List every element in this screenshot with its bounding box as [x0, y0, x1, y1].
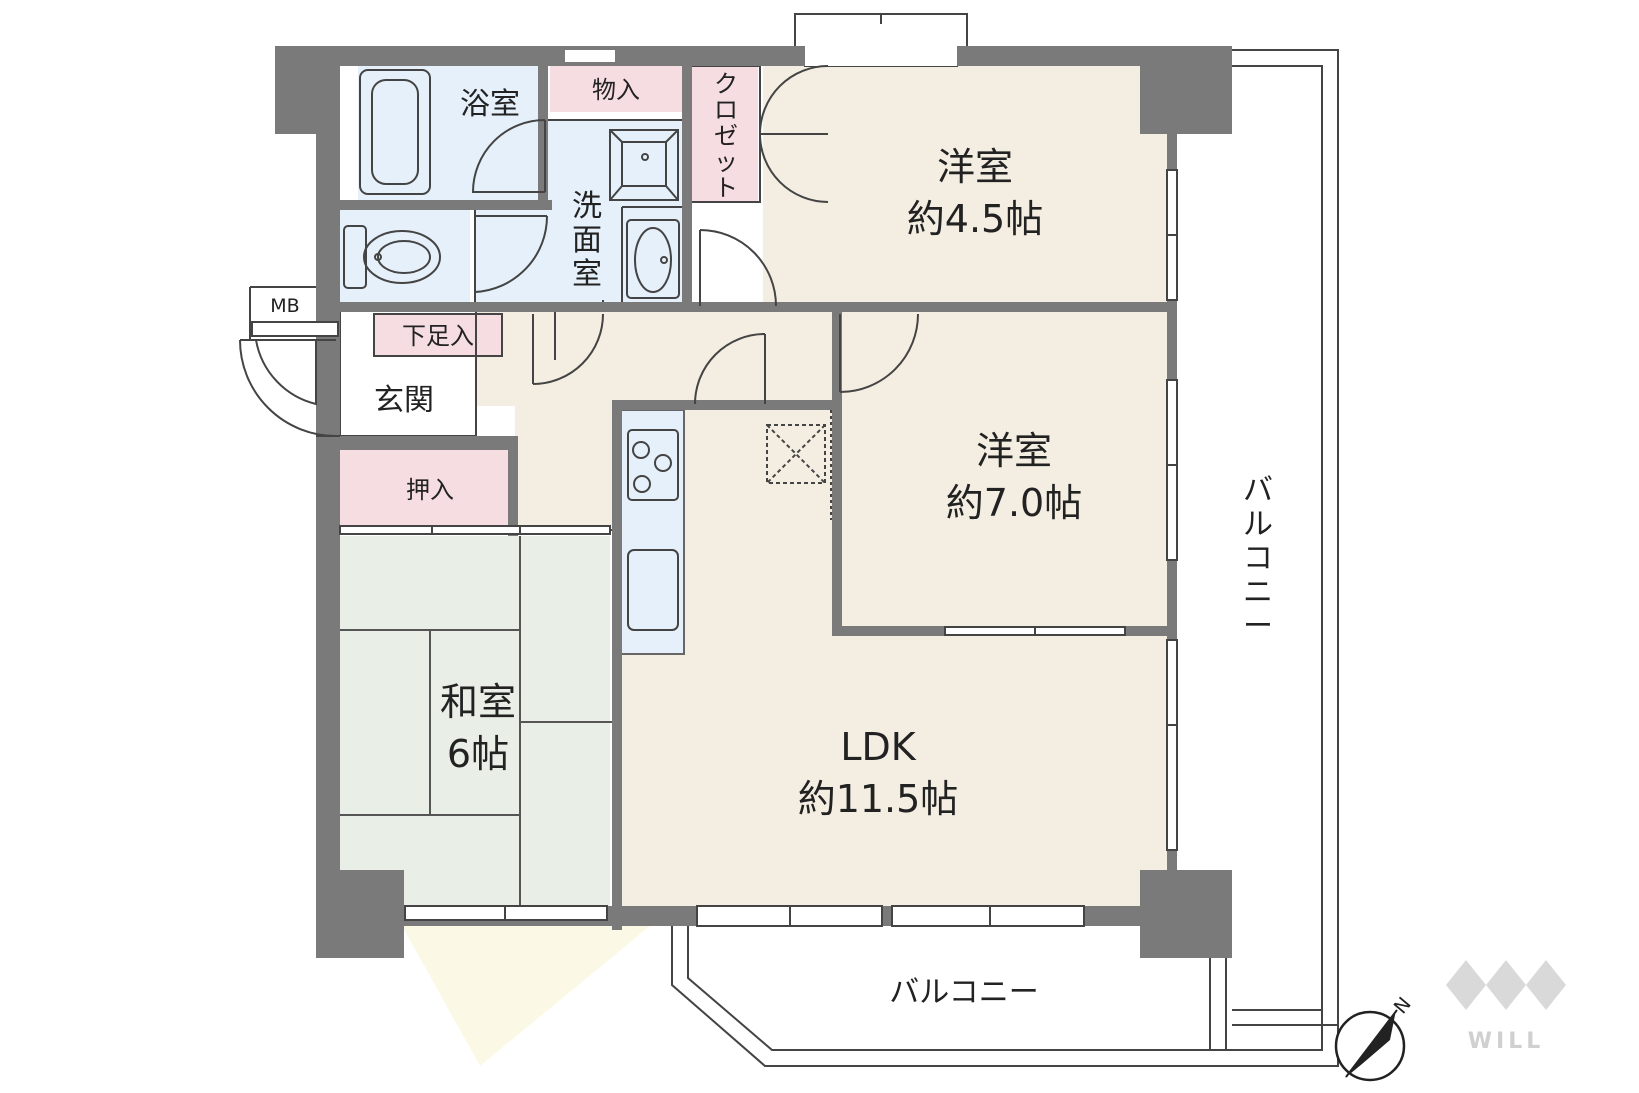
bay-window-floor: [402, 926, 650, 1066]
balcony-labels: バルコニー バ ル コ ニ ー: [889, 473, 1273, 1010]
western-b-size: 約7.0帖: [946, 481, 1082, 525]
balcony-area: [671, 49, 1339, 1067]
column-ne: [1140, 46, 1232, 134]
tatami-lines: [340, 536, 612, 906]
kitchen-sink-icon: [627, 549, 679, 631]
balcony-south-label: バルコニー: [889, 975, 1038, 1010]
wall-west: [316, 46, 340, 876]
mb-floor: [250, 287, 316, 323]
ldk-size: 約11.5帖: [798, 777, 959, 821]
washroom-door-swing: [474, 215, 549, 294]
bath-name: 浴室: [460, 87, 520, 122]
washroom-floor: [475, 120, 682, 302]
closet-char-1: ク: [714, 70, 738, 98]
washitsu-name: 和室: [440, 680, 516, 724]
western-a-size: 約4.5帖: [907, 197, 1043, 241]
hall-door-swing: [532, 313, 604, 385]
shoe-storage-floor: [374, 314, 502, 356]
western-a-floor: [763, 66, 1173, 304]
wall-oshiire-north: [340, 436, 516, 450]
washroom-char-3: 室: [572, 257, 602, 292]
fixtures: [343, 69, 832, 631]
room-labels: 洋室 約4.5帖 洋室 約7.0帖 LDK 約11.5帖 和室 6帖 浴室 洗 …: [270, 70, 1082, 821]
doors: [239, 65, 919, 437]
room-b-door-swing: [839, 313, 919, 393]
meter-box-label: MB: [270, 295, 299, 317]
closet-char-2: ロ: [714, 96, 738, 124]
storage-floor: [550, 66, 682, 112]
kitchen-counter: [620, 410, 684, 654]
watermark-text: WILL: [1468, 1029, 1545, 1054]
closet-char-4: ッ: [714, 148, 738, 176]
shoe-storage-name: 下足入: [402, 322, 474, 350]
oshiire-name: 押入: [406, 476, 454, 504]
washitsu-size: 6帖: [447, 732, 509, 776]
wall-wet-south: [340, 302, 682, 312]
wall-room-a-south: [682, 302, 1173, 312]
washing-machine-icon: [609, 129, 679, 201]
balcony-east-char-5: ー: [1243, 609, 1273, 644]
bathtub-icon: [359, 69, 431, 195]
room-a-door-swing: [699, 229, 777, 307]
wall-ldk-west: [612, 400, 622, 930]
closet-floor: [692, 66, 758, 202]
floors: [250, 66, 1173, 1066]
bath-door-swing: [471, 119, 546, 193]
windows: [251, 169, 1178, 927]
genkan-name: 玄関: [374, 383, 434, 418]
balcony-east-outline: [1232, 49, 1339, 1026]
oshiire-floor: [340, 450, 508, 526]
wall-oshiire-east: [508, 436, 518, 536]
ldk-door-swing: [694, 333, 766, 405]
refrigerator-space-icon: [766, 424, 826, 484]
wall-north: [316, 46, 1230, 66]
closet-char-5: ト: [714, 174, 738, 202]
wall-bath-south: [340, 200, 552, 210]
compass: N: [1334, 993, 1416, 1082]
western-a-name: 洋室: [937, 145, 1013, 189]
wall-closet: [682, 66, 692, 310]
balcony-east-char-3: コ: [1243, 541, 1273, 576]
wall-bath-east: [538, 66, 548, 210]
wall-ldk-north: [612, 400, 838, 410]
balcony-east-char-4: ニ: [1243, 575, 1273, 610]
hall-floor-2: [515, 406, 617, 528]
washroom-char-2: 面: [572, 223, 602, 258]
wall-room-b-west: [832, 304, 842, 634]
balcony-east-char-2: ル: [1243, 507, 1273, 542]
balcony-east-char-1: バ: [1243, 473, 1273, 508]
watermark-mark-icon: [1446, 960, 1486, 1010]
ldk-floor-ext: [617, 626, 1173, 906]
closet-door-right: [759, 133, 829, 203]
storage-name: 物入: [592, 76, 640, 104]
watermark-logo: WILL: [1446, 960, 1566, 1054]
hall-floor: [475, 310, 832, 406]
western-b-name: 洋室: [976, 429, 1052, 473]
closet-char-3: ゼ: [714, 122, 738, 150]
ldk-name: LDK: [840, 725, 916, 769]
washbasin-icon: [626, 219, 680, 299]
stove-icon: [627, 429, 679, 501]
column-sw: [316, 870, 404, 958]
toilet-icon: [343, 225, 367, 289]
washroom-char-1: 洗: [572, 189, 602, 224]
column-se: [1140, 870, 1232, 958]
